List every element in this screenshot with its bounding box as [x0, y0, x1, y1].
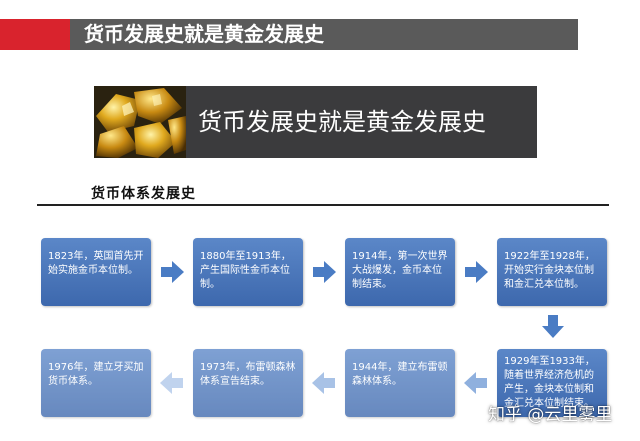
timeline-step-1929: 1929年至1933年，随着世界经济危机的产生，金块本位制和金汇兑本位制结束。	[497, 349, 607, 417]
arrow-left-icon	[312, 372, 335, 394]
timeline-step-1944: 1944年，建立布雷顿森林体系。	[345, 349, 455, 417]
gold-nuggets-icon	[94, 86, 186, 158]
arrow-down-icon	[542, 315, 564, 338]
timeline-step-1922: 1922年至1928年，开始实行金块本位制和金汇兑本位制。	[497, 238, 607, 306]
header-title: 货币发展史就是黄金发展史	[84, 22, 324, 46]
watermark: 知乎 @云里雾里	[488, 405, 613, 425]
hero-title: 货币发展史就是黄金发展史	[198, 108, 486, 136]
arrow-left-icon	[160, 372, 183, 394]
timeline-step-1973: 1973年，布雷顿森林体系宣告结束。	[193, 349, 303, 417]
arrow-left-icon	[464, 372, 487, 394]
arrow-right-icon	[313, 261, 336, 283]
timeline-step-1880: 1880年至1913年，产生国际性金币本位制。	[193, 238, 303, 306]
section-heading: 货币体系发展史	[91, 186, 196, 202]
timeline-step-1976: 1976年，建立牙买加货币体系。	[41, 349, 151, 417]
arrow-right-icon	[465, 261, 488, 283]
section-divider	[37, 204, 609, 206]
timeline-step-1823: 1823年，英国首先开始实施金币本位制。	[41, 238, 151, 306]
arrow-right-icon	[161, 261, 184, 283]
hero-banner: 货币发展史就是黄金发展史	[94, 86, 537, 158]
header-accent	[0, 19, 70, 50]
timeline-step-1914: 1914年，第一次世界大战爆发，金币本位制结束。	[345, 238, 455, 306]
header-bar: 货币发展史就是黄金发展史	[0, 19, 578, 50]
